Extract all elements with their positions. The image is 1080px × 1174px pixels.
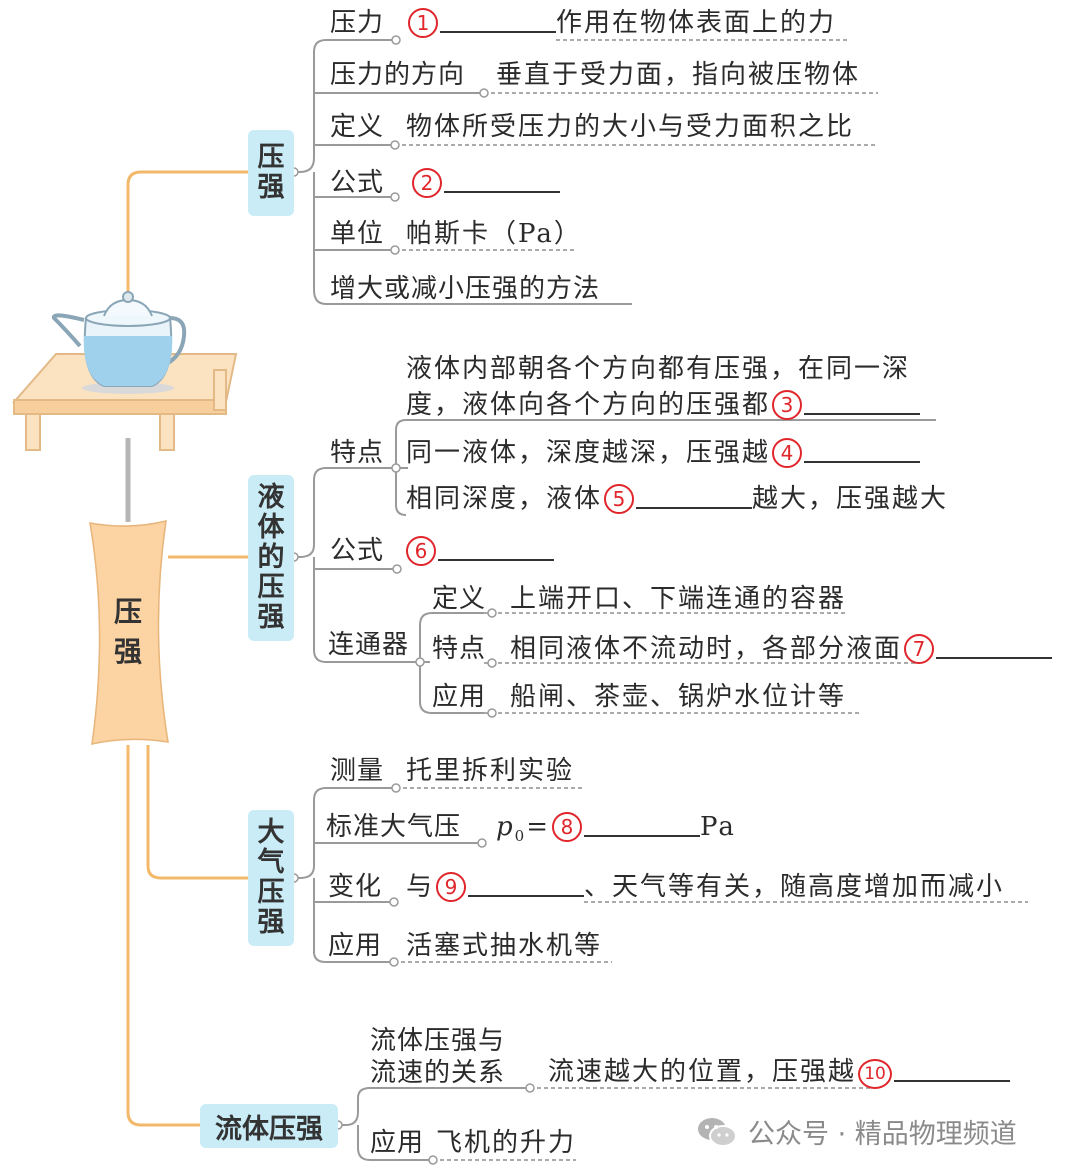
answer-blank [894,1080,1011,1082]
connector-definition: 上端开口、下端连通的容器 [510,584,847,614]
atmosphere-measure: 托里拆利实验 [406,756,575,786]
branch-pressure-label: 压 强 [248,130,294,216]
answer-number-8: 8 [552,812,582,842]
atmosphere-change-text-b: 、天气等有关，随高度增加而减小 [584,872,1005,902]
watermark: 公众号 · 精品物理频道 [696,1112,1017,1151]
pressure-unit-key: 单位 [330,219,385,249]
fluid-application: 飞机的升力 [436,1128,577,1158]
atmosphere-standard-key: 标准大气压 [326,812,462,842]
fluid-application-key: 应用 [370,1128,425,1158]
answer-number-1: 1 [408,8,438,38]
pressure-symbol-subscript: 0 [514,827,527,846]
pressure-formula-key: 公式 [330,168,385,198]
equals-sign: = [526,812,550,842]
liquid-feature-3-text-b: 越大，压强越大 [752,484,949,514]
answer-number-10: 10 [858,1059,893,1089]
wechat-icon [698,1117,737,1147]
connector-feature-text: 相同液体不流动时，各部分液面 [510,634,903,664]
answer-blank [444,191,560,193]
answer-blank [468,895,585,897]
pressure-definition-key: 定义 [330,112,385,142]
atmosphere-application-key: 应用 [328,931,383,961]
pressure-methods-key: 增大或减小压强的方法 [330,274,601,304]
pressure-force-desc: 1 作用在物体表面上的力 [406,8,836,38]
answer-number-3: 3 [772,390,803,420]
atmosphere-application: 活塞式抽水机等 [406,931,603,961]
atmosphere-change-key: 变化 [328,872,383,902]
liquid-feature-1-line-1: 液体内部朝各个方向都有压强，在同一深 [406,354,911,384]
answer-number-5: 5 [604,484,635,514]
atmosphere-change-text-a: 与 [406,872,435,902]
answer-blank [936,657,1053,659]
liquid-feature-3-text-a: 相同深度，液体 [406,484,603,514]
answer-blank [584,835,700,837]
atmosphere-measure-key: 测量 [330,756,385,786]
connector-definition-key: 定义 [432,584,487,614]
pressure-definition-desc: 物体所受压力的大小与受力面积之比 [406,112,855,142]
pressure-unit-desc: 帕斯卡（Pa） [406,219,582,249]
liquid-formula-blank: 6 [404,536,554,566]
answer-blank [804,413,921,415]
branch-liquid-pressure-label: 液 体 的 压 强 [248,475,294,641]
pressure-force-key: 压力 [330,8,385,38]
pressure-direction-key: 压力的方向 [330,60,466,90]
atmosphere-standard-value: p0=8 Pa [496,812,736,851]
branch-fluid-pressure-label: 流体压强 [200,1104,338,1148]
teapot-illustration [11,291,238,451]
connector-feature-key: 特点 [432,634,487,664]
fluid-relation-key-line-1: 流体压强与 [370,1026,506,1056]
liquid-feature-2-text: 同一液体，深度越深，压强越 [406,438,771,468]
root-title: 压 强 [113,595,142,668]
answer-blank [804,461,921,463]
liquid-features-key: 特点 [330,438,385,468]
watermark-text: 公众号 · 精品物理频道 [748,1119,1017,1150]
connector-application: 船闸、茶壶、锅炉水位计等 [510,682,847,712]
pressure-symbol: p [496,812,515,842]
answer-blank [438,559,554,561]
answer-number-9: 9 [436,872,467,902]
liquid-feature-1-text: 度，液体向各个方向的压强都 [406,390,771,420]
force-definition: 作用在物体表面上的力 [556,8,837,38]
connector-application-key: 应用 [432,682,487,712]
fluid-relation-text: 流速越大的位置，压强越 [548,1057,857,1087]
answer-blank [636,507,753,509]
pressure-direction-desc: 垂直于受力面，指向被压物体 [496,60,861,90]
fluid-relation-key-line-2: 流速的关系 [370,1058,506,1088]
liquid-formula-key: 公式 [330,536,385,566]
answer-number-6: 6 [406,536,436,566]
root-scroll [89,520,169,745]
pressure-formula-blank: 2 [410,168,560,198]
answer-number-2: 2 [412,168,442,198]
answer-number-7: 7 [904,634,935,664]
unit-pa: Pa [700,812,736,842]
branch-atmospheric-pressure-label: 大 气 压 强 [248,810,294,946]
answer-blank [440,31,556,33]
answer-number-4: 4 [772,438,803,468]
connector-vessel-key: 连通器 [328,630,410,660]
